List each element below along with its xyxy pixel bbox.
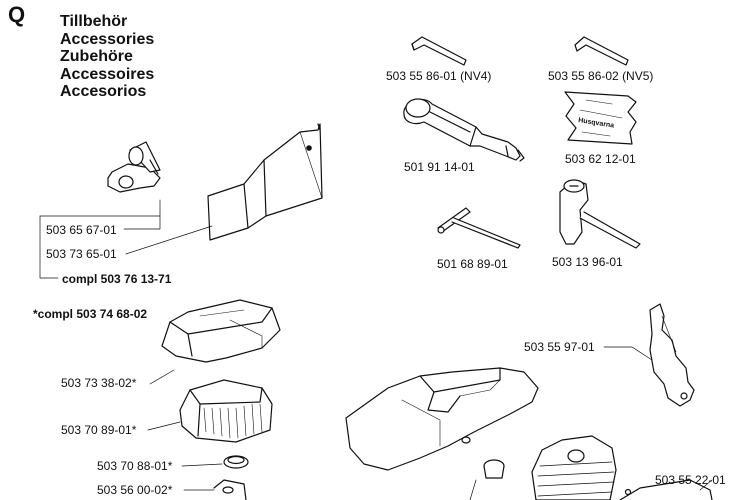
filter-cover-icon <box>161 299 281 363</box>
part-label-503552201: 503 55 22-01 <box>655 473 726 487</box>
part-label-503139601: 503 13 96-01 <box>552 255 623 269</box>
hex-key-nv4-icon <box>411 36 467 66</box>
bar-deflector-icon <box>207 123 323 241</box>
part-label-compl-503746802: *compl 503 74 68-02 <box>33 307 148 321</box>
part-label-501688901: 501 68 89-01 <box>437 257 508 271</box>
tool-bag-icon <box>564 91 637 145</box>
title-spanish: Accesorios <box>60 83 147 100</box>
top-cover-icon <box>345 367 539 471</box>
title-english: Accessories <box>60 30 155 48</box>
bar-guard-icon <box>649 303 695 407</box>
part-label-503736501: 503 73 65-01 <box>46 247 117 261</box>
part-label-503656701: 503 65 67-01 <box>46 223 117 237</box>
filter-ring-icon <box>223 455 249 469</box>
carburettor-part-icon <box>213 479 247 500</box>
t-wrench-icon <box>437 207 521 249</box>
leader-lines <box>39 199 713 500</box>
title-french: Accessoires <box>60 65 155 83</box>
part-label-503560002: 503 56 00-02* <box>97 483 173 497</box>
air-filter-icon <box>179 379 273 443</box>
muffler-part-icon <box>619 479 713 500</box>
part-label-503708801: 503 70 88-01* <box>97 459 173 473</box>
spark-plug-wrench-icon <box>559 179 641 249</box>
grease-tube-icon <box>403 98 525 162</box>
part-label-503558602: 503 55 86-02 (NV5) <box>548 69 654 83</box>
hex-key-nv5-icon <box>574 36 629 66</box>
title-german: Zubehöre <box>60 48 133 65</box>
cylinder-icon <box>531 435 617 500</box>
part-label-503733802: 503 73 38-02* <box>61 376 137 390</box>
section-letter: Q <box>8 2 26 27</box>
part-label-503621201: 503 62 12-01 <box>565 152 636 166</box>
part-label-503559701: 503 55 97-01 <box>524 340 595 354</box>
chain-tensioner-clip-icon <box>107 141 161 193</box>
title-block: Tillbehör Accessories Zubehöre Accessoir… <box>60 13 154 101</box>
title-swedish: Tillbehör <box>60 13 128 30</box>
part-label-503708901: 503 70 89-01* <box>61 423 137 437</box>
part-label-503558601: 503 55 86-01 (NV4) <box>386 69 492 83</box>
part-label-compl-503761371: compl 503 76 13-71 <box>62 272 172 286</box>
plug-icon <box>483 459 505 479</box>
part-label-501911401: 501 91 14-01 <box>404 160 475 174</box>
